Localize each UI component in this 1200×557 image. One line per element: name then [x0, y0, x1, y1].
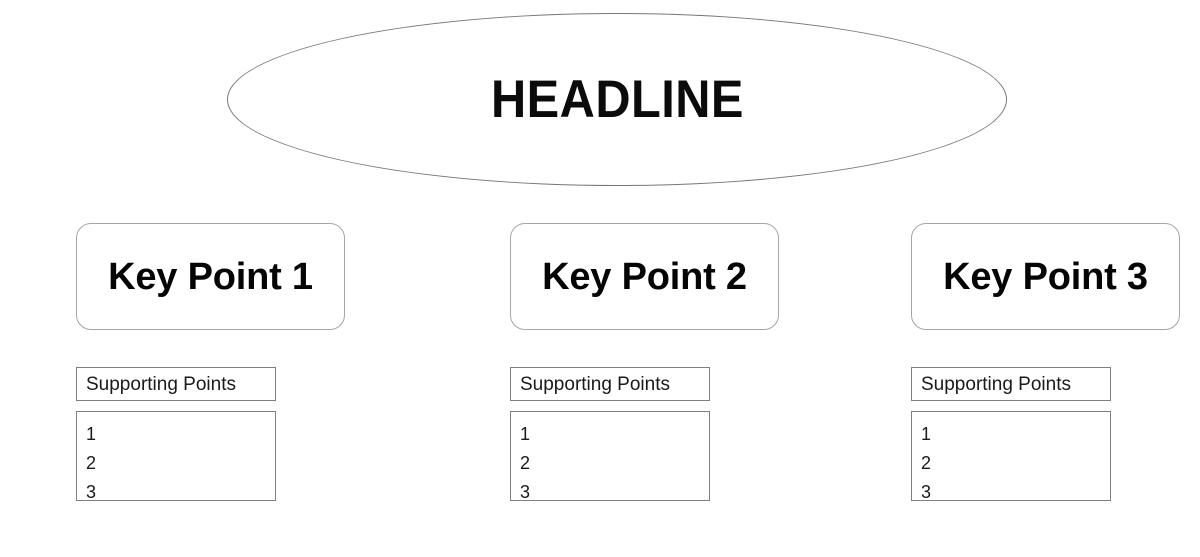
- list-item: 2: [86, 453, 97, 473]
- list-item: 3: [520, 482, 531, 502]
- list-item: 2: [520, 453, 531, 473]
- headline-text: HEADLINE: [490, 70, 744, 129]
- column-3: Key Point 3 Supporting Points 1 2 3: [911, 223, 1180, 502]
- list-item: 3: [86, 482, 97, 502]
- supporting-points-header-2[interactable]: Supporting Points: [510, 367, 710, 401]
- key-point-label-2: Key Point 2: [542, 255, 747, 298]
- column-1: Key Point 1 Supporting Points 1 2 3: [76, 223, 345, 502]
- key-point-label-1: Key Point 1: [108, 255, 313, 298]
- key-point-label-3: Key Point 3: [943, 255, 1148, 298]
- headline-ellipse[interactable]: HEADLINE: [227, 13, 1007, 186]
- supporting-points-header-1[interactable]: Supporting Points: [76, 367, 276, 401]
- supporting-points-list-3[interactable]: 1 2 3: [911, 411, 1111, 502]
- list-item: 3: [921, 482, 932, 502]
- list-item: 1: [86, 424, 97, 444]
- supporting-points-header-label-2: Supporting Points: [520, 373, 670, 395]
- list-item: 1: [921, 424, 932, 444]
- supporting-points-list-1[interactable]: 1 2 3: [76, 411, 276, 502]
- supporting-points-header-label-3: Supporting Points: [921, 373, 1071, 395]
- list-item: 1: [520, 424, 531, 444]
- supporting-points-list-2[interactable]: 1 2 3: [510, 411, 710, 502]
- list-item: 2: [921, 453, 932, 473]
- supporting-points-header-label-1: Supporting Points: [86, 373, 236, 395]
- key-point-box-1[interactable]: Key Point 1: [76, 223, 345, 330]
- supporting-points-header-3[interactable]: Supporting Points: [911, 367, 1111, 401]
- key-point-box-3[interactable]: Key Point 3: [911, 223, 1180, 330]
- column-2: Key Point 2 Supporting Points 1 2 3: [510, 223, 779, 502]
- key-point-box-2[interactable]: Key Point 2: [510, 223, 779, 330]
